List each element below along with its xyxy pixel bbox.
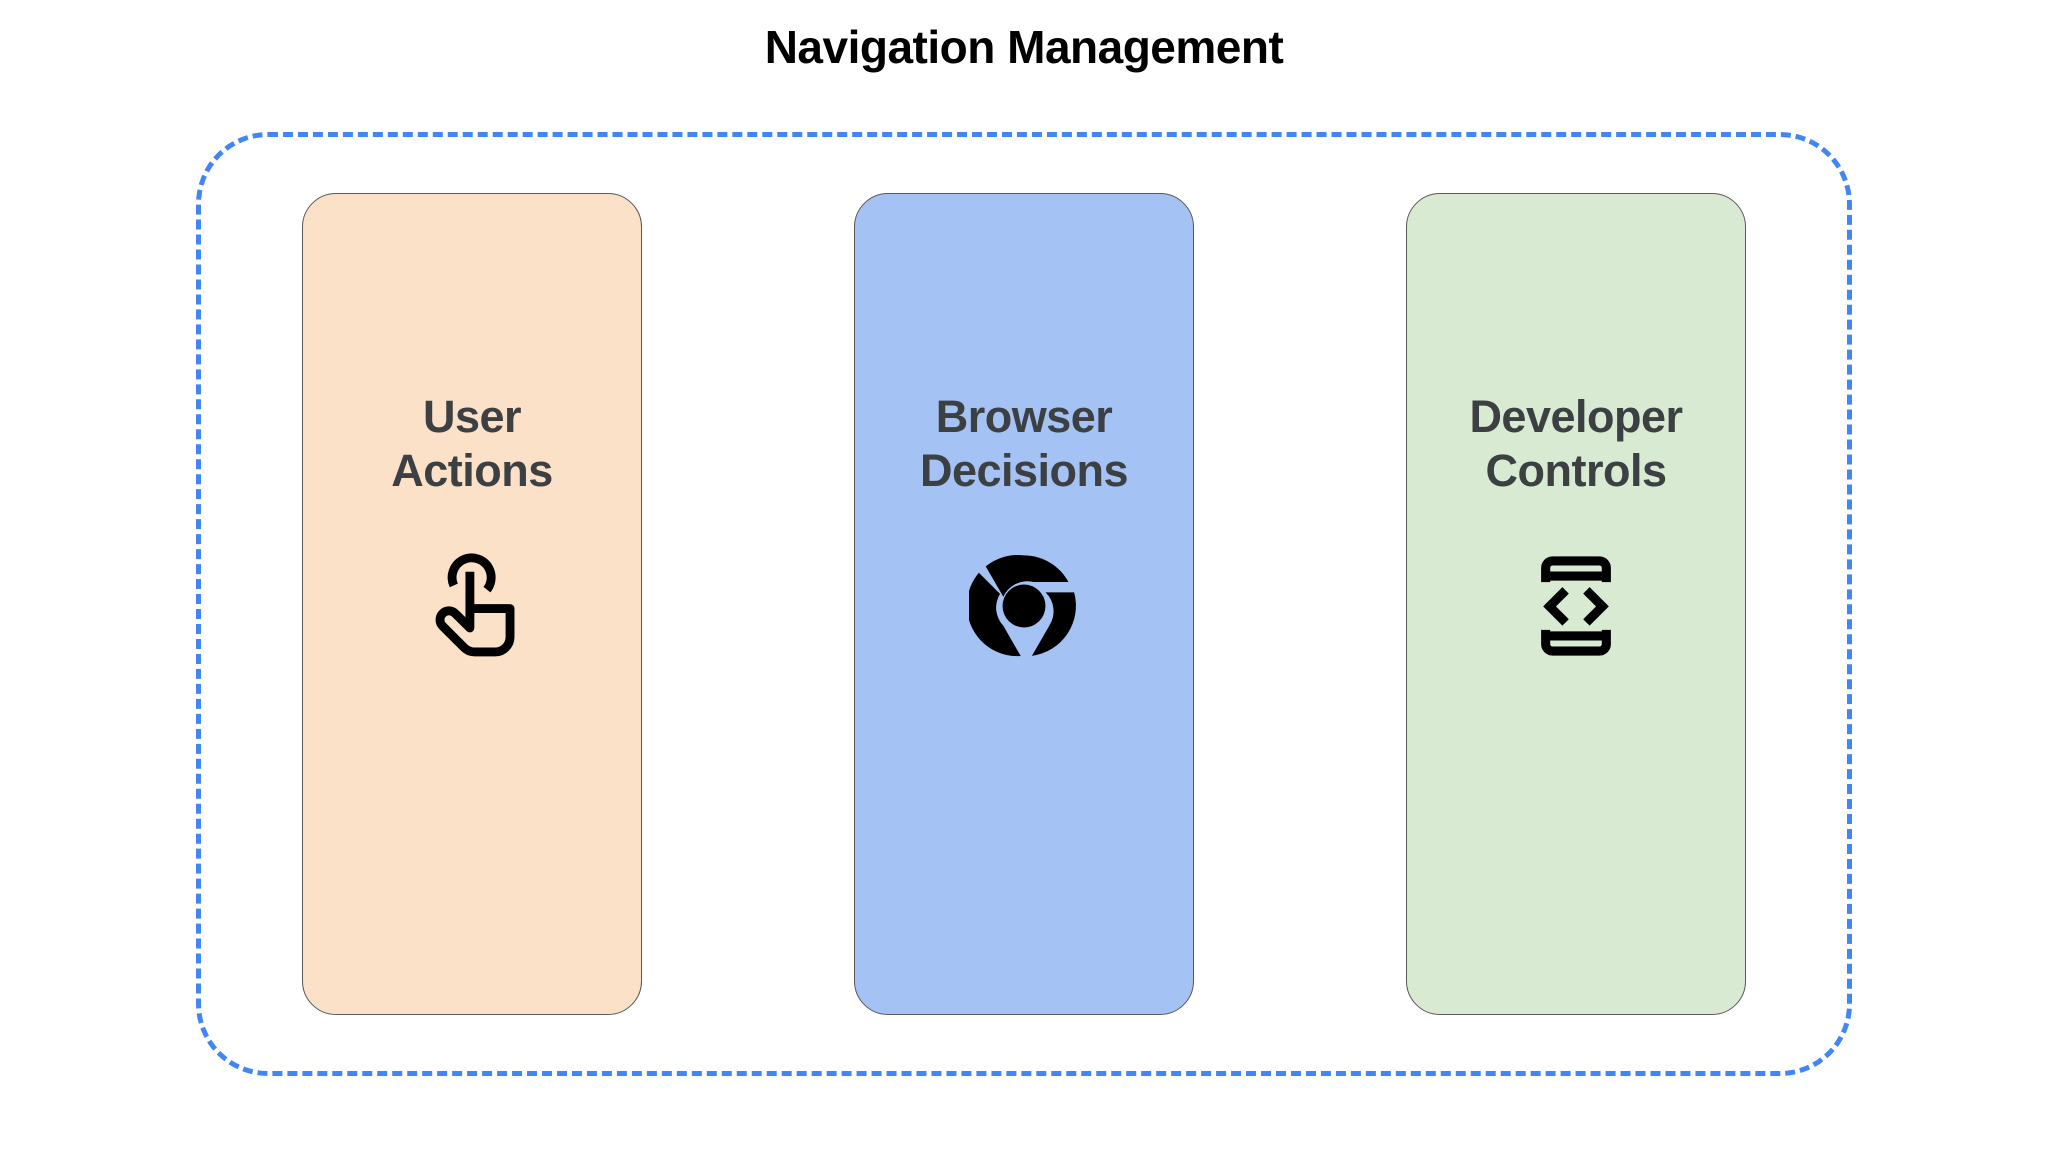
card-user-actions[interactable]: User Actions	[302, 193, 642, 1015]
developer-mode-icon	[1516, 546, 1636, 666]
card-label-browser-decisions: Browser Decisions	[919, 391, 1129, 496]
navigation-management-group-outline	[196, 132, 1852, 1076]
card-label-user-actions: User Actions	[391, 391, 553, 496]
card-label-developer-controls: Developer Controls	[1469, 391, 1683, 496]
card-row: User Actions Browser Decisions	[196, 132, 1852, 1076]
card-developer-controls[interactable]: Developer Controls	[1406, 193, 1746, 1015]
touch-app-icon	[412, 546, 532, 666]
card-browser-decisions[interactable]: Browser Decisions	[854, 193, 1194, 1015]
chrome-logo-icon	[964, 546, 1084, 666]
page-title: Navigation Management	[764, 21, 1284, 73]
